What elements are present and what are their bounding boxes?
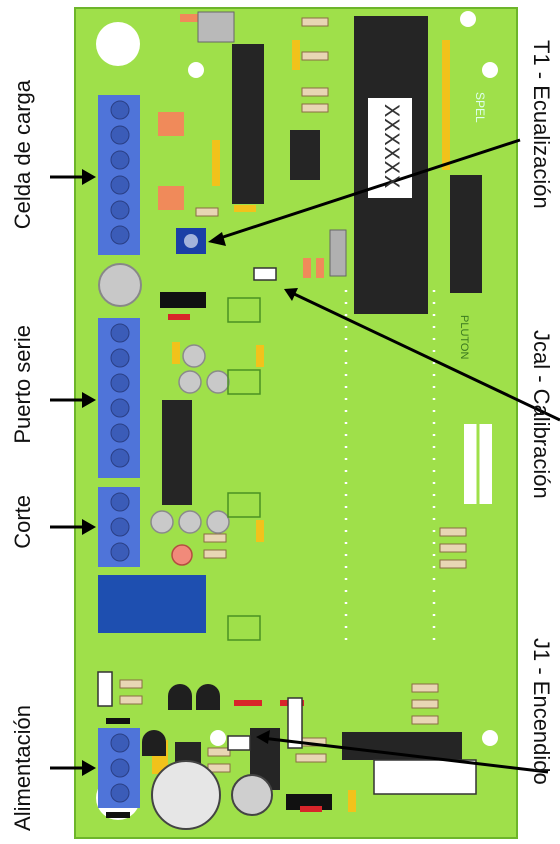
mount-hole xyxy=(188,62,204,78)
capacitor-big xyxy=(151,760,221,830)
mount-hole xyxy=(210,730,226,746)
ic-u4 xyxy=(162,400,192,505)
label-cutoff: Corte xyxy=(10,495,35,549)
capacitor-small xyxy=(231,774,273,816)
jumper-jcal xyxy=(253,267,277,281)
ic-header xyxy=(450,175,482,293)
relay-block xyxy=(98,575,206,633)
label-t1: T1 - Ecualización xyxy=(529,40,554,209)
mount-hole xyxy=(460,11,476,27)
buzzer xyxy=(98,263,142,307)
label-j1: J1 - Encendido xyxy=(529,638,554,785)
label-load-cell: Celda de carga xyxy=(10,80,35,230)
label-serial-port: Puerto serie xyxy=(10,325,35,444)
label-power: Alimentación xyxy=(10,705,35,831)
label-jcal: Jcal - Calibración xyxy=(529,330,554,499)
mount-hole xyxy=(482,730,498,746)
board-mark-pluton: PLUTON xyxy=(458,315,470,360)
jumper-j1 xyxy=(227,735,251,751)
chip-marking: XXXXXX xyxy=(378,104,403,190)
led xyxy=(171,544,193,566)
board-mark-spel: SPEL xyxy=(473,92,487,123)
ic-u2 xyxy=(232,44,264,204)
mount-hole-top xyxy=(96,22,140,66)
ic-u3 xyxy=(290,130,320,180)
mount-hole xyxy=(482,62,498,78)
